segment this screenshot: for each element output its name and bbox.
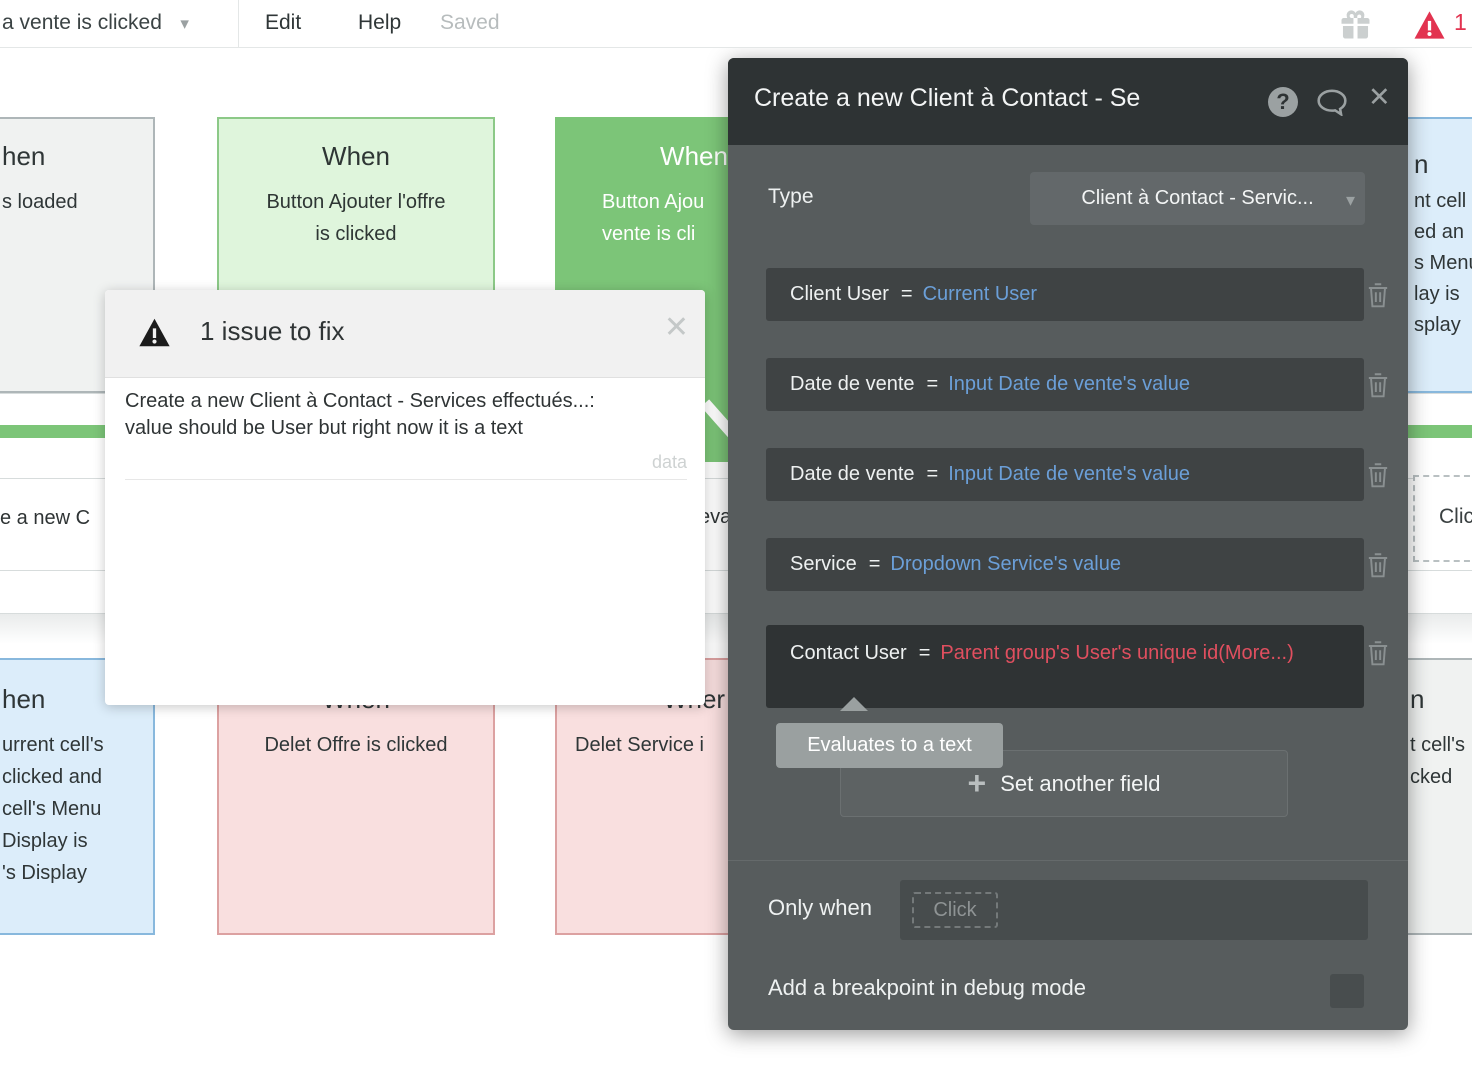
event-title: hen	[2, 684, 46, 714]
divider	[728, 860, 1408, 861]
modal-title: Create a new Client à Contact - Se	[754, 84, 1141, 112]
set-another-field-label: Set another field	[1000, 771, 1161, 796]
issue-popup-title: 1 issue to fix	[200, 316, 345, 346]
breakpoint-label: Add a breakpoint in debug mode	[768, 975, 1087, 1000]
type-label: Type	[768, 185, 814, 208]
event-line: lay is	[1414, 283, 1460, 305]
event-line: Button Ajouter l'offre	[266, 191, 446, 213]
event-line: ed an	[1414, 221, 1465, 243]
event-line: Delet Offre is clicked	[264, 734, 448, 756]
issue-count-badge[interactable]: 1	[1454, 9, 1467, 35]
workflow-selector-label: a vente is clicked	[2, 11, 162, 34]
issue-popup-body: Create a new Client à Contact - Services…	[105, 378, 705, 480]
gift-icon[interactable]	[1337, 7, 1374, 42]
field-value[interactable]: Dropdown Service's value	[890, 553, 1121, 575]
only-when-placeholder[interactable]: Click	[912, 892, 998, 928]
event-line: s Menu	[1414, 252, 1472, 274]
field-equals: =	[900, 283, 913, 305]
chevron-down-icon: ▾	[1345, 190, 1355, 210]
trash-icon[interactable]	[1366, 281, 1390, 309]
divider	[125, 479, 687, 480]
field-equals: =	[926, 373, 939, 395]
modal-header[interactable]: Create a new Client à Contact - Se ? ✕	[728, 58, 1408, 145]
event-title: n	[1414, 149, 1429, 179]
field-label: Date de vente	[790, 373, 915, 395]
event-line: s loaded	[2, 191, 78, 213]
help-icon[interactable]: ?	[1268, 87, 1298, 117]
comment-icon[interactable]	[1316, 88, 1348, 116]
event-title: When	[322, 141, 390, 171]
event-line: t cell's	[1410, 734, 1465, 756]
workflow-selector[interactable]: a vente is clicked ▾	[0, 0, 189, 48]
field-label: Contact User	[790, 642, 907, 664]
top-bar: a vente is clicked ▾ Edit Help Saved 1	[0, 0, 1472, 48]
event-line: Button Ajou	[602, 191, 705, 213]
action-editor-modal: Create a new Client à Contact - Se ? ✕ T…	[728, 58, 1408, 1030]
warning-icon	[139, 318, 170, 347]
field-row-service[interactable]: Service = Dropdown Service's value	[766, 538, 1364, 591]
menu-help[interactable]: Help	[358, 11, 402, 34]
event-line: Display is	[2, 830, 88, 852]
event-line: vente is cli	[602, 223, 696, 245]
field-row-contact-user-error[interactable]: Contact User = Parent group's User's uniqu…	[766, 625, 1364, 708]
type-dropdown[interactable]: Client à Contact - Servic... ▾	[1030, 172, 1365, 225]
warning-icon[interactable]	[1413, 10, 1446, 40]
field-value-error[interactable]: Parent group's User's unique id(More...)	[940, 642, 1294, 664]
trash-icon[interactable]	[1366, 461, 1390, 489]
field-value[interactable]: Input Date de vente's value	[948, 463, 1190, 485]
chevron-down-icon: ▾	[180, 14, 189, 33]
event-title: hen	[2, 141, 46, 171]
field-value[interactable]: Input Date de vente's value	[948, 373, 1190, 395]
type-dropdown-value: Client à Contact - Servic...	[1081, 187, 1314, 209]
add-action-placeholder[interactable]: Clic	[1413, 475, 1472, 562]
issue-popup: 1 issue to fix ✕ Create a new Client à C…	[105, 290, 705, 705]
saved-status: Saved	[440, 11, 500, 34]
event-line: clicked and	[2, 766, 103, 788]
event-line: urrent cell's	[2, 734, 104, 756]
tooltip-arrow	[840, 697, 868, 711]
close-icon[interactable]: ✕	[663, 311, 689, 344]
event-line: is clicked	[315, 223, 397, 245]
issue-message-line[interactable]: Create a new Client à Contact - Services…	[125, 390, 595, 412]
event-line: nt cell	[1414, 190, 1467, 212]
action-card-partial[interactable]: e a new C	[0, 507, 91, 529]
issue-message-line[interactable]: value should be User but right now it is…	[125, 417, 523, 439]
trash-icon[interactable]	[1366, 639, 1390, 667]
field-label: Service	[790, 553, 857, 575]
field-label: Client User	[790, 283, 889, 305]
action-card-partial[interactable]: eva	[699, 506, 732, 528]
evaluates-tooltip: Evaluates to a text	[776, 723, 1003, 768]
field-equals: =	[926, 463, 939, 485]
field-row-client-user[interactable]: Client User = Current User	[766, 268, 1364, 321]
only-when-label: Only when	[768, 895, 872, 920]
trash-icon[interactable]	[1366, 371, 1390, 399]
issue-popup-header: 1 issue to fix ✕	[105, 290, 705, 378]
event-title: n	[1410, 684, 1425, 714]
event-line: Delet Service i	[575, 734, 704, 756]
plus-icon: +	[967, 765, 987, 801]
field-value[interactable]: Current User	[922, 283, 1038, 305]
field-equals: =	[868, 553, 881, 575]
event-line: splay	[1414, 314, 1461, 336]
event-title: When	[660, 141, 728, 171]
field-row-date-de-vente[interactable]: Date de vente = Input Date de vente's valu…	[766, 358, 1364, 411]
menu-edit[interactable]: Edit	[265, 11, 302, 34]
field-row-date-de-vente[interactable]: Date de vente = Input Date de vente's valu…	[766, 448, 1364, 501]
event-box-cell-display[interactable]: hen urrent cell's clicked and cell's Men…	[0, 658, 155, 935]
breakpoint-checkbox[interactable]	[1330, 974, 1364, 1008]
close-icon[interactable]: ✕	[1368, 82, 1391, 112]
issue-tag: data	[651, 452, 687, 472]
field-equals: =	[918, 642, 931, 664]
divider	[238, 0, 239, 48]
event-line: cell's Menu	[2, 798, 102, 820]
event-line: 's Display	[2, 862, 87, 884]
event-line: cked	[1410, 766, 1453, 788]
field-label: Date de vente	[790, 463, 915, 485]
trash-icon[interactable]	[1366, 551, 1390, 579]
only-when-input[interactable]: Click	[900, 880, 1368, 940]
